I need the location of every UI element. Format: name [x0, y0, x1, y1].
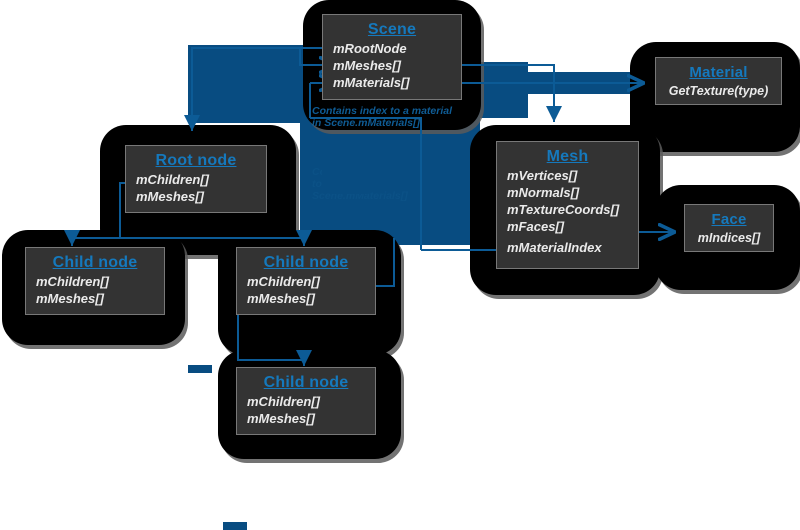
- node-child-b-field-0: mChildren[]: [247, 274, 320, 289]
- node-material-field-0: GetTexture(type): [668, 84, 769, 98]
- blue-artifact-tab1: [188, 365, 212, 373]
- material-index-note-line2: in Scene.mMaterials[]: [312, 117, 420, 129]
- node-child-b-field-1: mMeshes[]: [247, 291, 315, 306]
- node-scene-title: Scene: [367, 21, 417, 38]
- note-occluder: [322, 165, 382, 187]
- node-child-b[interactable]: Child node mChildren[] mMeshes[]: [236, 247, 376, 315]
- node-mesh-field-0: mVertices[]: [507, 168, 578, 183]
- node-mesh-field-2: mTextureCoords[]: [507, 202, 620, 217]
- node-root-field-0: mChildren[]: [136, 172, 209, 187]
- node-material[interactable]: Material GetTexture(type): [655, 57, 782, 105]
- node-mesh[interactable]: Mesh mVertices[] mNormals[] mTextureCoor…: [496, 141, 639, 269]
- node-child-b-title: Child node: [263, 254, 349, 271]
- material-index-note-line1: Contains index to a material: [312, 105, 453, 117]
- node-scene-field-0: mRootNode: [333, 41, 407, 56]
- node-child-a-field-0: mChildren[]: [36, 274, 109, 289]
- node-mesh-field-3: mFaces[]: [507, 219, 565, 234]
- node-child-c-field-0: mChildren[]: [247, 394, 320, 409]
- node-scene[interactable]: Scene mRootNode mMeshes[] mMaterials[]: [322, 14, 462, 100]
- blue-artifact-arm: [470, 72, 640, 94]
- node-child-c[interactable]: Child node mChildren[] mMeshes[]: [236, 367, 376, 435]
- node-root[interactable]: Root node mChildren[] mMeshes[]: [125, 145, 267, 213]
- node-child-c-field-1: mMeshes[]: [247, 411, 315, 426]
- node-mesh-field-1: mNormals[]: [507, 185, 580, 200]
- node-child-a-field-1: mMeshes[]: [36, 291, 104, 306]
- material-index-note: Contains index to a material in Scene.mM…: [312, 105, 452, 129]
- node-mesh-title: Mesh: [546, 148, 589, 165]
- note-occluder-2: [330, 182, 368, 194]
- node-face-title: Face: [711, 211, 747, 228]
- node-scene-field-2: mMaterials[]: [333, 75, 410, 90]
- node-child-a[interactable]: Child node mChildren[] mMeshes[]: [25, 247, 165, 315]
- node-material-title: Material: [689, 64, 748, 81]
- node-child-c-title: Child node: [263, 374, 349, 391]
- node-root-title: Root node: [155, 152, 237, 169]
- node-child-a-title: Child node: [52, 254, 138, 271]
- node-scene-field-1: mMeshes[]: [333, 58, 401, 73]
- blue-artifact-tab2: [223, 522, 247, 530]
- node-root-field-1: mMeshes[]: [136, 189, 204, 204]
- node-face[interactable]: Face mIndices[]: [684, 204, 774, 252]
- obscured-note-line2: to: [312, 178, 322, 190]
- node-mesh-field-4: mMaterialIndex: [507, 240, 602, 255]
- node-face-field-0: mIndices[]: [697, 231, 761, 245]
